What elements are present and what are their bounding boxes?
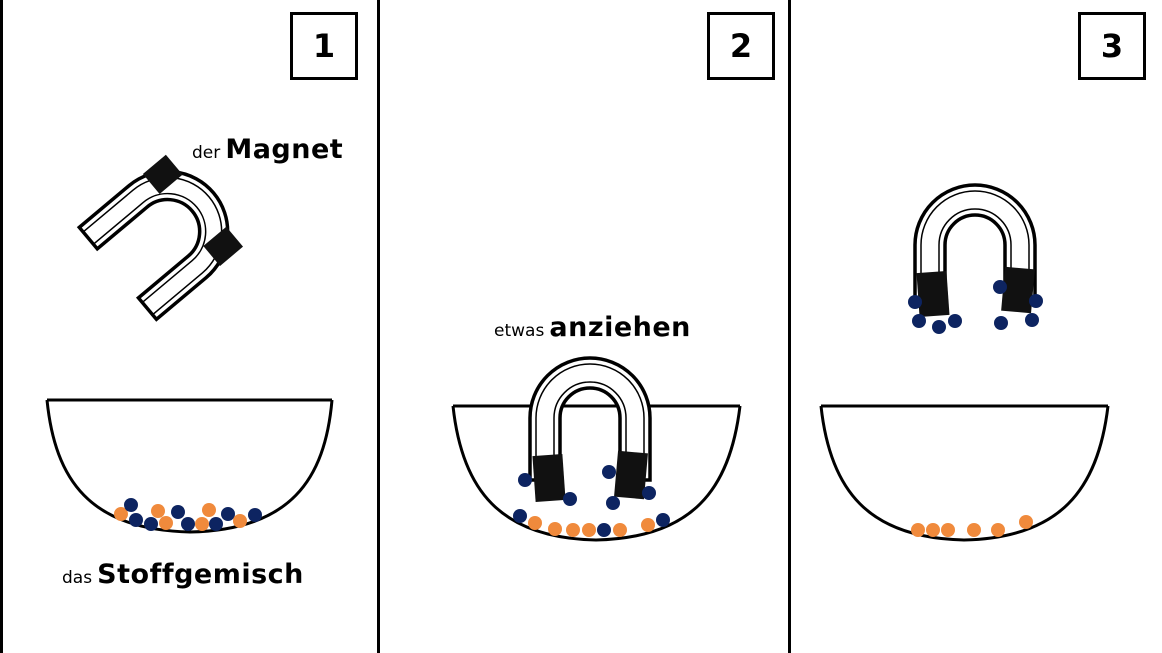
attract-article: etwas xyxy=(494,321,545,341)
magnet-label: der Magnet xyxy=(192,134,343,165)
panel-number-1: 1 xyxy=(290,12,358,80)
panel-number-3: 3 xyxy=(1078,12,1146,80)
mixture-label: das Stoffgemisch xyxy=(62,559,304,590)
panel-number-text: 3 xyxy=(1100,27,1124,65)
attract-label: etwas anziehen xyxy=(494,312,691,343)
mixture-word: Stoffgemisch xyxy=(97,559,304,590)
remaining-sulfur-particles xyxy=(911,515,1033,537)
attract-word: anziehen xyxy=(549,312,691,343)
panel-number-2: 2 xyxy=(707,12,775,80)
magnet-word: Magnet xyxy=(225,134,344,165)
mixture-article: das xyxy=(62,568,93,588)
panel-2 xyxy=(377,0,791,653)
bowl-icon xyxy=(819,404,1110,542)
horseshoe-magnet-icon xyxy=(528,356,652,502)
attracted-iron-particles xyxy=(908,280,1043,334)
horseshoe-magnet-icon xyxy=(76,154,243,322)
bowl-icon xyxy=(45,398,334,534)
panel-3 xyxy=(788,0,1162,653)
bowl-icon xyxy=(451,404,742,542)
particle-mixture xyxy=(513,465,670,537)
panel-number-text: 1 xyxy=(312,27,336,65)
panel-number-text: 2 xyxy=(729,27,753,65)
particle-mixture xyxy=(114,498,262,531)
magnet-article: der xyxy=(192,143,221,163)
horseshoe-magnet-icon xyxy=(913,183,1037,317)
